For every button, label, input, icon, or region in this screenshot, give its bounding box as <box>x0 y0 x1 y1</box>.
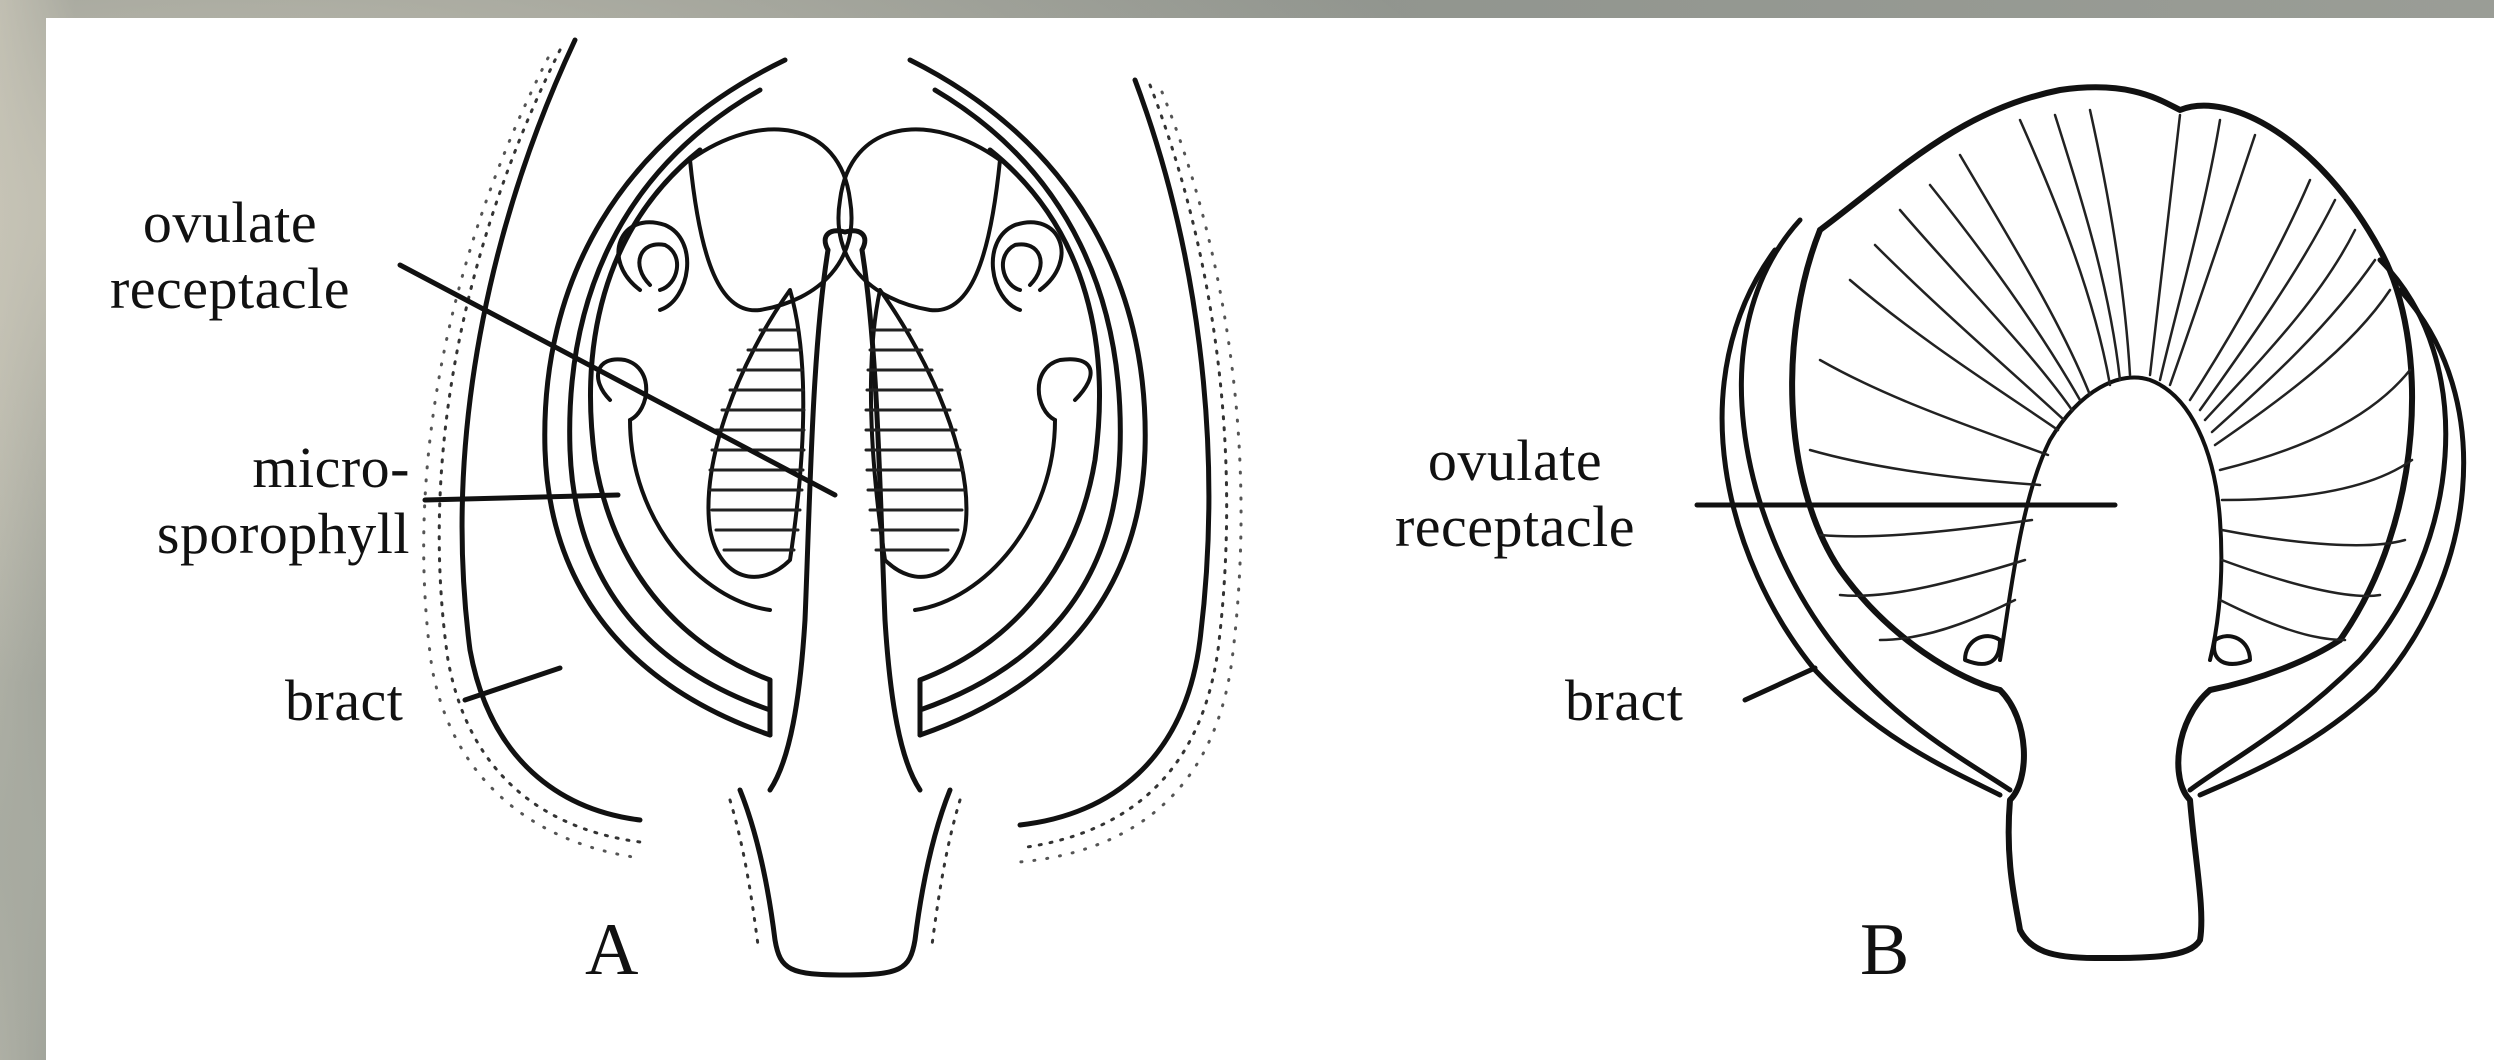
diagram-b-ovule-hatching <box>1810 110 2412 640</box>
leader-bract-b <box>1745 668 1815 700</box>
diagram-a-ovulate-receptacle <box>708 290 966 577</box>
diagram-a-outer-bract-left <box>424 40 640 858</box>
diagram-a <box>400 40 1241 975</box>
diagram-b-receptacle-cup <box>1792 87 2412 958</box>
label-ovulate-receptacle-a: ovulate receptacle <box>60 190 400 322</box>
label-ovulate-b-line1: ovulate <box>1345 428 1685 494</box>
diagram-b-inner-hollow <box>1965 378 2250 664</box>
label-bract-a: bract <box>285 668 403 734</box>
label-ovulate-b-line2: receptacle <box>1345 494 1685 560</box>
diagram-a-axis <box>730 231 960 975</box>
label-ovulate-a-line1: ovulate <box>60 190 400 256</box>
label-microsporophyll-line2: sporophyll <box>60 501 410 567</box>
diagram-b <box>1697 87 2464 958</box>
label-bract-b: bract <box>1565 668 1683 734</box>
leader-microsporophyll <box>425 495 618 500</box>
label-ovulate-receptacle-b: ovulate receptacle <box>1345 428 1685 560</box>
label-microsporophyll-line1: micro- <box>60 435 410 501</box>
panel-letter-b: B <box>1860 910 1910 990</box>
label-microsporophyll: micro- sporophyll <box>60 435 410 567</box>
panel-letter-a: A <box>585 910 639 990</box>
label-ovulate-a-line2: receptacle <box>60 256 400 322</box>
